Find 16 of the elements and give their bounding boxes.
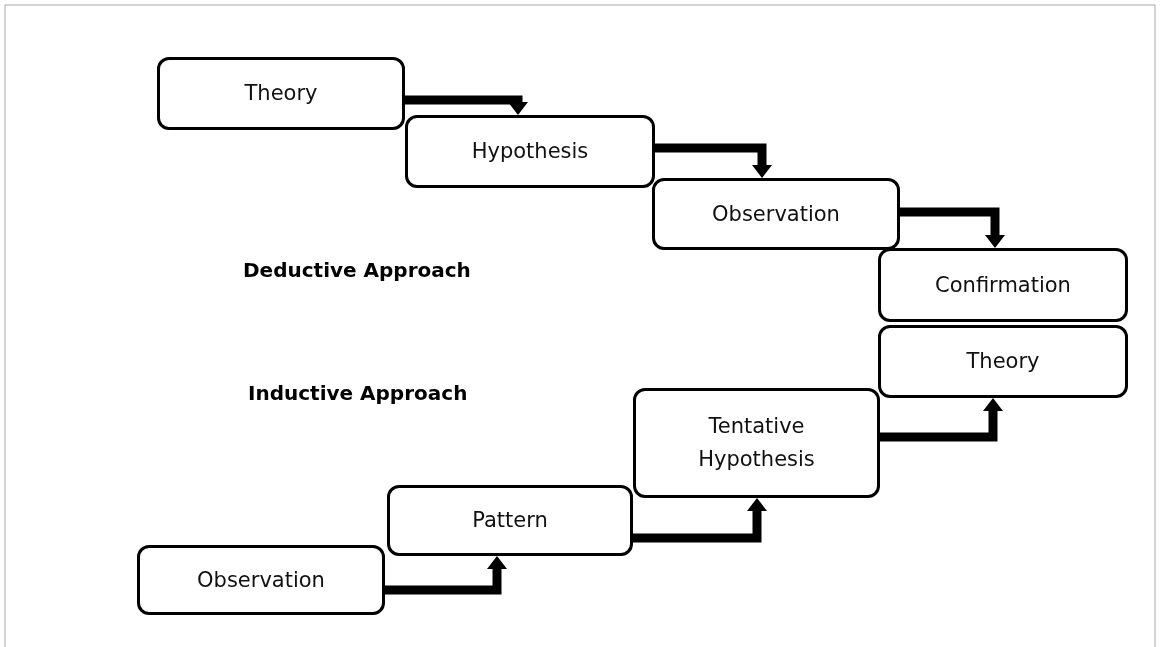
process-box: Tentative Hypothesis: [633, 388, 880, 498]
arrow: [655, 143, 772, 178]
arrow: [900, 207, 1005, 248]
process-box: Observation: [652, 178, 900, 250]
section-label: Inductive Approach: [248, 381, 468, 405]
process-box: Pattern: [387, 485, 633, 556]
process-box: Theory: [157, 57, 405, 130]
arrow: [385, 556, 507, 595]
process-box: Hypothesis: [405, 115, 655, 188]
section-label: Deductive Approach: [243, 258, 471, 282]
arrow: [880, 398, 1003, 442]
arrow: [633, 498, 767, 543]
process-box: Confirmation: [878, 248, 1128, 322]
process-box: Theory: [878, 325, 1128, 398]
arrow: [405, 95, 528, 115]
process-box: Observation: [137, 545, 385, 615]
